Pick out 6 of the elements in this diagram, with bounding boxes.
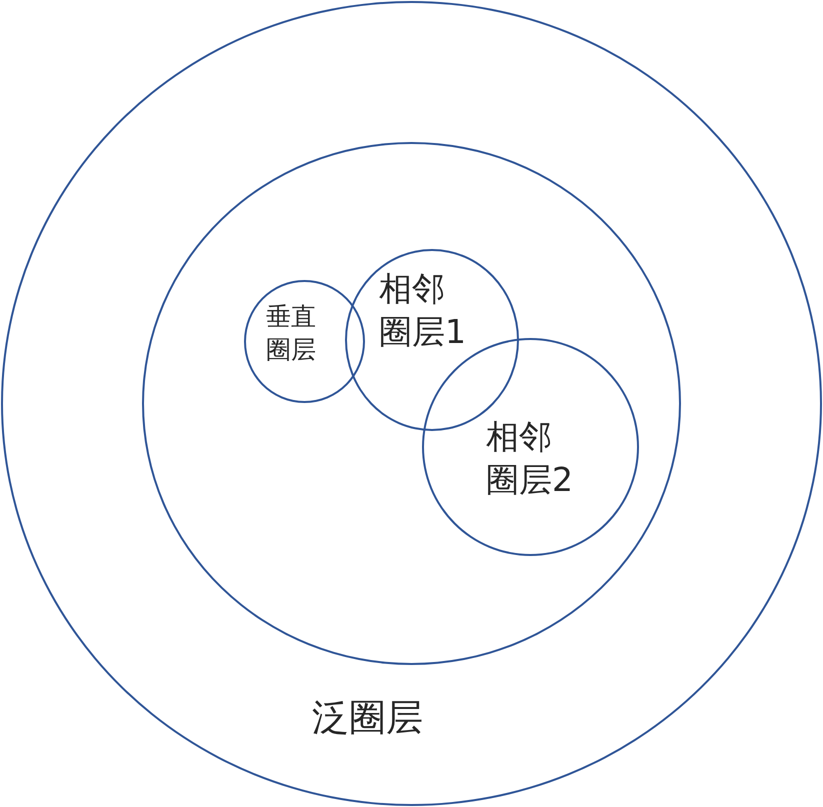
circle-label: 泛圈层: [312, 695, 424, 741]
circle-label: 相邻圈层1: [379, 268, 467, 353]
circle-label: 垂直圈层: [266, 301, 317, 366]
inner-circle: [244, 280, 365, 403]
middle-circle: [142, 142, 681, 665]
circle-label: 相邻圈层2: [486, 416, 574, 501]
